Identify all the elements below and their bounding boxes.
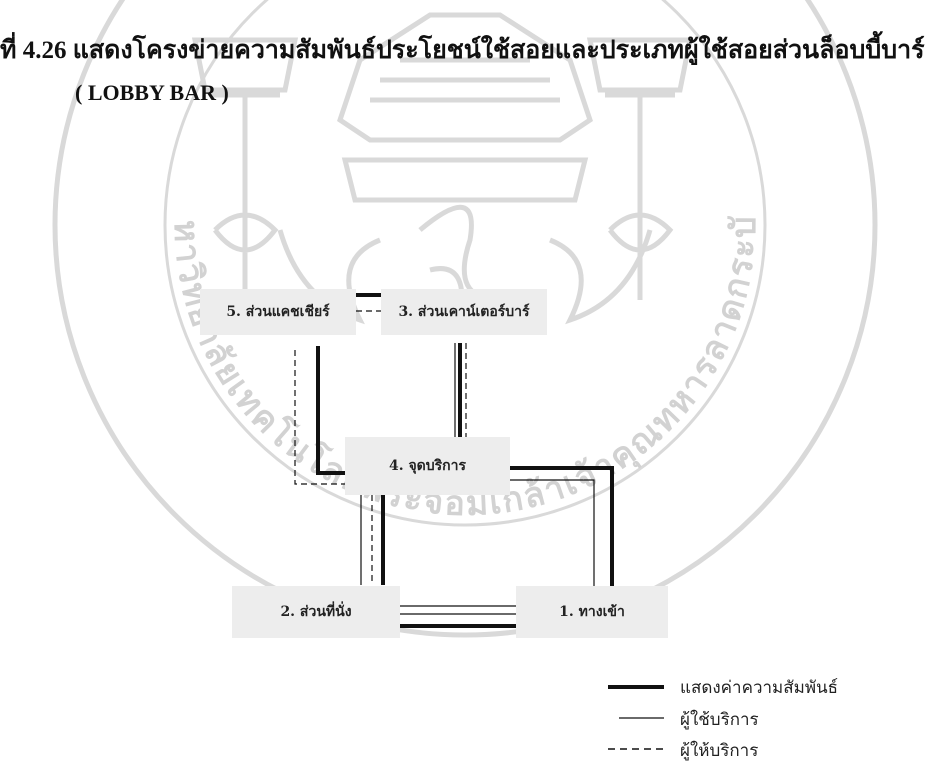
seal-outer-ring xyxy=(52,0,878,638)
seal-crown-tiers-icon xyxy=(341,57,589,203)
legend-user-label: ผู้ใช้บริการ xyxy=(680,710,759,730)
legend-provider-label: ผู้ให้บริการ xyxy=(680,741,759,761)
legend-relation-label: แสดงค่าความสัมพันธ์ xyxy=(680,678,839,698)
figure-caption: ที่ 4.26 แสดงโครงข่ายความสัมพันธ์ประโยชน… xyxy=(0,37,925,64)
link-cashier-service-provider xyxy=(294,350,345,485)
figure-subcaption: ( LOBBY BAR ) xyxy=(75,80,229,105)
seal-left-naga-icon xyxy=(277,229,381,325)
seal-left-umbrella-icon xyxy=(191,37,299,300)
link-service-entrance-relation xyxy=(510,466,614,586)
seal-right-naga-icon xyxy=(549,229,653,325)
node-seating: 2. ส่วนที่นั่ง xyxy=(232,586,400,638)
node-service-point: 4. จุดบริการ xyxy=(345,437,510,495)
seal-crown-icon xyxy=(337,12,593,143)
seal-right-umbrella-icon xyxy=(586,37,694,300)
link-cashier-service-relation xyxy=(316,346,345,475)
link-service-entrance-user xyxy=(510,479,595,586)
node-cashier: 5. ส่วนแคชเชียร์ xyxy=(200,289,356,335)
node-counter-bar: 3. ส่วนเคาน์เตอร์บาร์ xyxy=(381,289,547,335)
seal-inner-ring xyxy=(163,0,767,527)
node-entrance: 1. ทางเข้า xyxy=(516,586,668,638)
